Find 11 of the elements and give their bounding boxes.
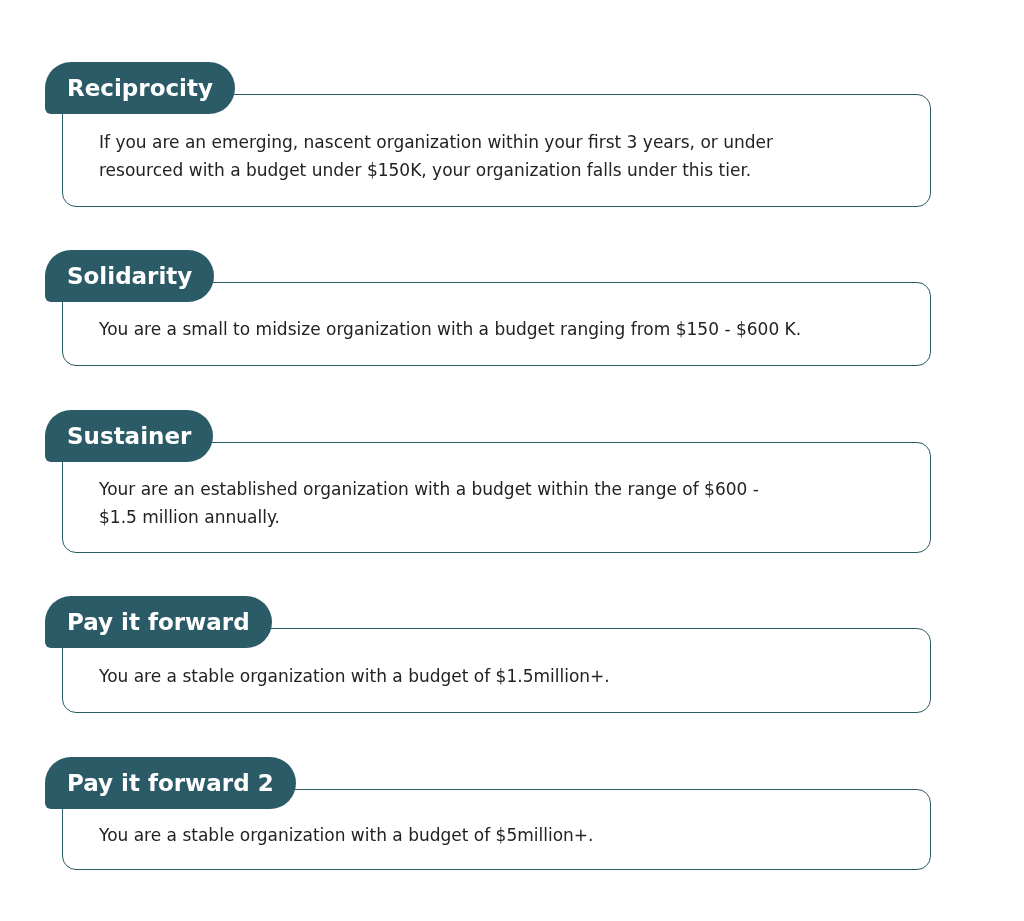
tier-description: If you are an emerging, nascent organization within your first 3 years, or under resourced with a budget under $150K, your organization falls under this tier. [99, 130, 774, 182]
tier-description: You are a stable organization with a budget of $1.5million+. [99, 664, 610, 688]
tier-heading: Pay it forward [45, 596, 272, 648]
tier-description: You are a small to midsize organization with a budget ranging from $150 - $600 K. [99, 318, 802, 341]
tier-description: Your are an established organization with a budget within the range of $600 - $1.5 million annually. [99, 477, 760, 529]
tier-heading: Reciprocity [45, 62, 235, 114]
tier-heading: Sustainer [45, 410, 214, 462]
tier-card [62, 442, 931, 553]
tier-heading: Pay it forward 2 [45, 757, 296, 809]
tier-description: You are a stable organization with a budget of $5million+. [99, 823, 594, 847]
tier-heading: Solidarity [45, 250, 215, 302]
